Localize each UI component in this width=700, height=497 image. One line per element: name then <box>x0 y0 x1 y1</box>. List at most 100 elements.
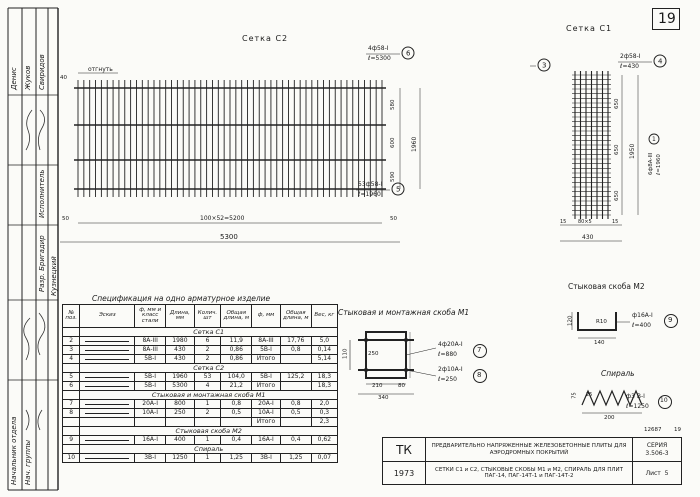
spec-cell: 18,3 <box>310 372 339 382</box>
c2-callout5-top: 53ф58-I <box>358 181 383 188</box>
spec-header-cell: Колич. шт <box>193 304 222 328</box>
spec-cell: 1 <box>193 399 222 409</box>
spec-cell: 5В-I <box>134 381 167 391</box>
spec-cell: 0,4 <box>220 435 253 445</box>
spec-sketch <box>79 399 136 409</box>
spec-cell: 250 <box>165 408 195 418</box>
spec-cell: 5В-I <box>251 345 281 355</box>
spec-section-title: Спираль <box>79 444 338 454</box>
stamp-name-2: Жуков <box>24 65 32 90</box>
spiral-callout-circle <box>658 395 672 409</box>
spec-cell: 1 <box>193 435 222 445</box>
c2-callout6-top: 4ф58-I <box>368 45 389 52</box>
spec-sketch <box>79 336 136 346</box>
spec-cell: 4 <box>61 354 81 364</box>
spiral-drawing <box>581 389 643 414</box>
spec-cell: 0,14 <box>310 345 339 355</box>
spec-cell: 8 <box>61 408 81 418</box>
c1-dim-3: 650 <box>614 190 620 201</box>
spec-cell: 0,5 <box>279 408 312 418</box>
c2-dim-right: 50 <box>390 216 397 222</box>
spec-cell: 2 <box>61 336 81 346</box>
m1-dim-210: 210 <box>372 383 383 389</box>
spec-cell: 10А-I <box>134 408 167 418</box>
spec-sketch-line <box>85 385 130 387</box>
m1-callout7-num: 7 <box>477 346 482 354</box>
spec-cell: 20А-I <box>251 399 281 409</box>
spec-sketch <box>79 381 136 391</box>
spec-sketch <box>79 345 136 355</box>
spec-cell: 1250 <box>165 453 195 463</box>
side-stamp-frame <box>7 7 59 491</box>
c1-callout-right-top: 6ф8А-III <box>648 152 654 175</box>
tb-sheet-label: Лист <box>645 469 661 477</box>
spec-cell: 6 <box>61 381 81 391</box>
spec-cell: 400 <box>165 435 195 445</box>
spec-sketch <box>79 354 136 364</box>
spec-cell: 0,5 <box>220 408 253 418</box>
spec-cell: 16А-I <box>134 435 167 445</box>
spec-cell: 0,3 <box>310 408 339 418</box>
title-c2: Сетка С2 <box>242 34 289 43</box>
c2-dim-left-top: 40 <box>60 75 67 81</box>
tb-org: ТК <box>382 436 426 463</box>
c2-callout5-num: 5 <box>396 186 400 194</box>
c1-dim-b1: 15 <box>560 219 566 225</box>
spec-cell <box>134 417 167 427</box>
c2-dim-left: 50 <box>62 216 69 222</box>
stamp-role-2: Нач. группы <box>24 439 32 485</box>
c1-dim-width: 430 <box>582 234 594 241</box>
m2-dim-140: 140 <box>594 340 605 346</box>
spec-cell: Итого <box>251 417 281 427</box>
spec-cell <box>279 417 312 427</box>
c1-callout-right-circle <box>648 133 660 145</box>
spec-sketch-line <box>85 457 130 459</box>
spec-cell <box>61 444 81 454</box>
spec-cell: 4 <box>193 381 222 391</box>
stamp-role-4: Исполнитель <box>38 169 46 218</box>
c1-callout3-circle <box>537 58 551 72</box>
spec-cell: 1,25 <box>279 453 312 463</box>
c2-callout5-circle <box>391 182 405 196</box>
c2-callout6-bottom: ℓ=5300 <box>367 55 391 62</box>
title-spec: Спецификация на одно арматурное изделие <box>92 294 271 303</box>
spec-cell: 9 <box>61 435 81 445</box>
tb-desc2: СЕТКИ С1 и С2, СТЫКОВЫЕ СКОБЫ М1 и М2, С… <box>425 461 633 485</box>
spec-cell: 5,0 <box>310 336 339 346</box>
spiral-callout-num: 10 <box>660 397 668 404</box>
c1-callout-right-num: 1 <box>652 136 656 143</box>
m1-callout7-bottom: ℓ=880 <box>438 351 457 358</box>
bracket-m2-drawing <box>571 312 630 339</box>
spec-section-title: Стыковая скоба М2 <box>79 426 338 436</box>
spec-header-cell: ф, мм и класс стали <box>134 304 167 328</box>
spec-cell: 8А-III <box>251 336 281 346</box>
m2-dim-120: 120 <box>567 315 574 327</box>
tb-sheet: 5 <box>664 469 669 477</box>
spec-cell: 18,3 <box>310 381 339 391</box>
spec-sketch-line <box>85 358 130 360</box>
spec-cell: 0,8 <box>279 399 312 409</box>
c2-dim-right-3: 590 <box>390 171 396 182</box>
tb-sheet-cell: Лист 5 <box>632 461 682 485</box>
spec-cell: 11,9 <box>220 336 253 346</box>
spec-sketch <box>79 408 136 418</box>
m2-callout9-num: 9 <box>668 316 673 324</box>
stamp-name-4: Кузнецкий <box>50 256 58 296</box>
spec-cell: 2 <box>193 345 222 355</box>
spec-cell: 5,14 <box>310 354 339 364</box>
spec-section-row: Сетка С2 <box>61 363 338 373</box>
spec-cell: 8А-III <box>134 345 167 355</box>
stamp-name-3: Свиридов <box>38 54 46 90</box>
c1-callout4-bottom: ℓ=430 <box>619 63 639 70</box>
c2-callout5-bottom: ℓ=1960 <box>357 191 381 198</box>
spec-cell: 125,2 <box>279 372 312 382</box>
mesh-c2-drawing: отгнуть4058060059019604ф58-Iℓ=5300653ф58… <box>60 45 421 243</box>
spec-cell <box>61 390 81 400</box>
spec-header-cell: № поз. <box>61 304 81 328</box>
tb-series-label: СЕРИЯ <box>646 442 668 450</box>
spec-cell: 5 <box>61 372 81 382</box>
